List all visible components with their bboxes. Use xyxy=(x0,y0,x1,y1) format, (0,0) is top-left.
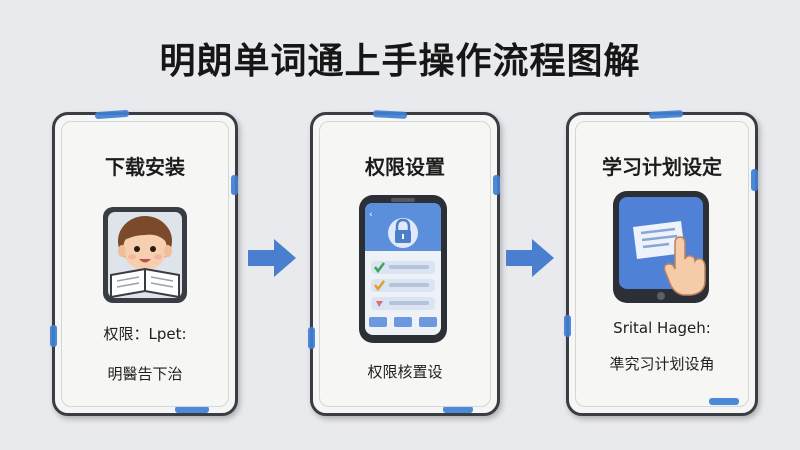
step-caption-line: 明醫告下治 xyxy=(107,365,183,383)
step-heading: 学习计划设定 xyxy=(602,155,722,179)
tape-strip xyxy=(94,109,130,120)
tape-strip xyxy=(231,175,238,195)
svg-text:‹: ‹ xyxy=(369,210,373,220)
step-caption-line: Srital Hageh: xyxy=(613,319,711,337)
step-card-download-install: 下载安装 权限：Lpet: 明醫告下治 xyxy=(50,109,238,416)
step-heading: 下载安装 xyxy=(105,155,185,179)
arrow-right-icon xyxy=(506,239,554,277)
tape-strip xyxy=(372,110,408,119)
checklist-icon xyxy=(371,261,435,310)
step-heading: 权限设置 xyxy=(365,155,445,179)
step-caption-line: 凖究习计划设角 xyxy=(609,355,715,373)
tape-strip xyxy=(443,406,473,413)
phone-permission-screen: ‹ xyxy=(359,195,447,343)
step-caption-line: 权限：Lpet: xyxy=(103,325,187,343)
tape-strip xyxy=(50,325,57,347)
step-card-permission-settings: 权限设置 ‹ 权限核置设 xyxy=(308,110,500,416)
tape-strip xyxy=(751,169,758,191)
step-caption-line: 权限核置设 xyxy=(367,363,443,381)
arrow-right-icon xyxy=(248,239,296,277)
tape-strip xyxy=(648,110,684,119)
tapping-hand-icon xyxy=(663,236,706,296)
tape-strip xyxy=(564,315,571,337)
tape-strip xyxy=(308,327,315,349)
tape-strip xyxy=(493,175,500,195)
tape-strip xyxy=(175,406,209,413)
step-card-study-plan: 学习计划设定 Srital Hageh: 凖究习计划设角 xyxy=(564,110,758,416)
phone-study-plan-screen xyxy=(613,191,709,303)
child-reading-book-icon xyxy=(103,207,187,303)
lock-icon xyxy=(388,218,418,248)
tape-strip xyxy=(709,398,739,405)
page-title: 明朗单词通上手操作流程图解 xyxy=(159,41,641,82)
